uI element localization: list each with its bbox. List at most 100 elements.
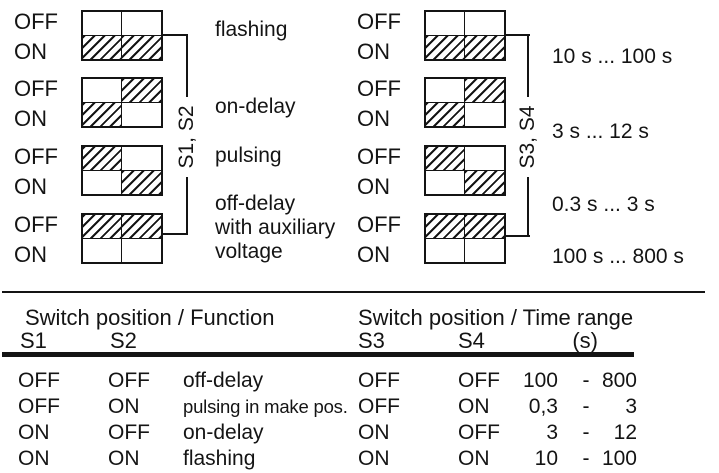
switch-diagram-time-3-12: OFF ON (357, 76, 507, 131)
function-value: flashing (183, 447, 256, 470)
switch-cell (83, 147, 122, 171)
switch-cell (426, 147, 465, 171)
column-header-s2: S2 (110, 328, 137, 353)
time-from-value: 100 (522, 369, 558, 392)
s2-value: OFF (108, 369, 150, 392)
switch-diagram-time-03-3: OFF ON (357, 144, 507, 199)
s2-value: OFF (108, 421, 150, 444)
time-from-value: 0,3 (528, 395, 558, 418)
switch-cell (122, 239, 161, 263)
table-row: OFF OFF off-delay OFF OFF 100 - 800 (0, 368, 719, 394)
time-to-value: 12 (613, 421, 637, 444)
dip-switch-box (81, 213, 163, 264)
switch-cell (122, 215, 161, 239)
s4-value: ON (458, 447, 490, 470)
range-dash: - (582, 395, 590, 418)
switch-cell (83, 102, 122, 126)
switch-cell (426, 102, 465, 126)
off-label: OFF (357, 9, 401, 34)
switch-cell (426, 215, 465, 239)
switch-cell (122, 147, 161, 171)
switch-cell (465, 12, 504, 36)
bracket-label-s1-s2: S1, S2 (174, 97, 200, 177)
dip-switch-box (424, 77, 506, 128)
on-label: ON (357, 106, 390, 131)
s1-value: ON (18, 421, 50, 444)
time-range-label-100-800: 100 s ... 800 s (552, 245, 684, 268)
time-to-value: 100 (601, 447, 637, 470)
s1-value: ON (18, 447, 50, 470)
switch-diagram-time-100-800: OFF ON (357, 212, 507, 267)
column-header-s4: S4 (458, 328, 485, 353)
on-label: ON (14, 242, 47, 267)
switch-cell (465, 79, 504, 103)
switch-cell (122, 170, 161, 194)
offon-labels: OFF ON (357, 144, 419, 199)
column-header-seconds-unit: (s) (572, 328, 598, 353)
offon-labels: OFF ON (357, 76, 419, 131)
switch-cell (83, 35, 122, 59)
dip-switch-box (424, 10, 506, 61)
off-label: OFF (357, 144, 401, 169)
offon-labels: OFF ON (14, 144, 76, 199)
time-range-label-03-3: 0.3 s ... 3 s (552, 193, 655, 216)
table-row: ON ON flashing ON ON 10 - 100 (0, 446, 719, 472)
table-row: OFF ON pulsing in make pos. OFF ON 0,3 -… (0, 394, 719, 420)
switch-diagram-on-delay: OFF ON (14, 76, 164, 131)
on-label: ON (14, 106, 47, 131)
range-dash: - (582, 421, 590, 444)
function-table-title: Switch position / Function (25, 305, 275, 330)
switch-cell (465, 103, 504, 127)
dip-switch-box (81, 10, 163, 61)
switch-cell (465, 147, 504, 171)
table-header-rule (2, 352, 634, 357)
s2-value: ON (108, 447, 140, 470)
bracket-label-s3-s4: S3, S4 (515, 97, 541, 177)
table-row: ON OFF on-delay ON OFF 3 - 12 (0, 420, 719, 446)
function-label-off-delay: off-delay with auxiliary voltage (215, 192, 336, 263)
on-label: ON (14, 174, 47, 199)
dip-switch-box (424, 213, 506, 264)
s2-value: ON (108, 395, 140, 418)
function-label-pulsing: pulsing (215, 144, 282, 167)
switch-cell (83, 170, 122, 194)
off-label: OFF (357, 76, 401, 101)
switch-diagram-pulsing: OFF ON (14, 144, 164, 199)
bracket-line-bottom-s3s4 (505, 235, 530, 237)
s3-value: OFF (358, 369, 400, 392)
s1-value: OFF (18, 395, 60, 418)
s4-value: OFF (458, 421, 500, 444)
dip-switch-box (81, 145, 163, 196)
switch-cell (122, 103, 161, 127)
offon-labels: OFF ON (357, 9, 419, 64)
switch-cell (426, 35, 465, 59)
switch-diagram-time-10-100: OFF ON (357, 9, 507, 64)
switch-cell (83, 215, 122, 239)
switch-cell (122, 35, 161, 59)
off-label: OFF (357, 212, 401, 237)
on-label: ON (14, 39, 47, 64)
column-header-s3: S3 (358, 328, 385, 353)
switch-cell (465, 215, 504, 239)
function-value: off-delay (183, 369, 264, 392)
time-to-value: 800 (601, 369, 637, 392)
off-label: OFF (14, 212, 58, 237)
switch-cell (83, 12, 122, 36)
switch-cell (465, 35, 504, 59)
range-dash: - (582, 447, 590, 470)
dip-switch-box (81, 77, 163, 128)
time-table-title: Switch position / Time range (358, 305, 634, 330)
time-range-label-10-100: 10 s ... 100 s (552, 45, 673, 68)
column-header-s1: S1 (20, 328, 47, 353)
offon-labels: OFF ON (357, 212, 419, 267)
s3-value: ON (358, 421, 390, 444)
switch-cell (83, 238, 122, 262)
bracket-line-top-s3s4 (505, 34, 530, 36)
time-from-value: 3 (546, 421, 558, 444)
bracket-line-bottom-s1s2 (163, 233, 188, 235)
switch-cell (426, 238, 465, 262)
switch-cell (426, 12, 465, 36)
s1-value: OFF (18, 369, 60, 392)
time-to-value: 3 (625, 395, 637, 418)
